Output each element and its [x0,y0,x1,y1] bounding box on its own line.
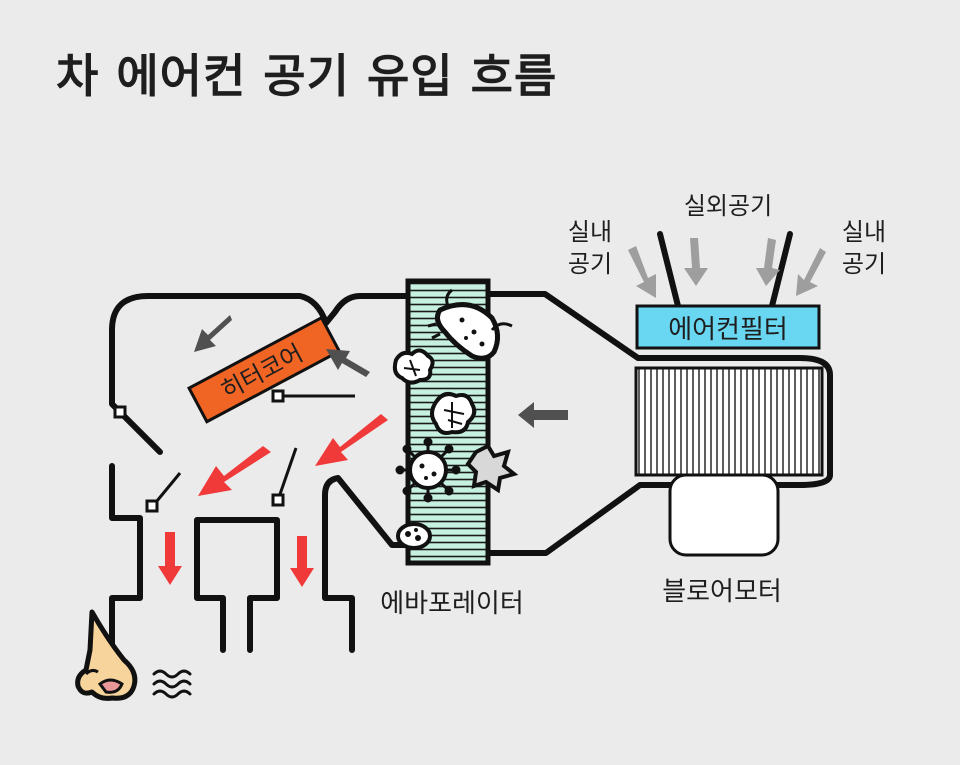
gray-airflow-arrows [194,315,568,428]
evaporator-label: 에바포레이터 [380,589,524,619]
mold-spore-icon [392,348,435,385]
virus-icon [395,437,461,503]
mold-spore-icon [430,392,477,435]
page-title: 차 에어컨 공기 유입 흐름 [56,49,558,103]
indoor-air-right-line1: 실내 [842,218,886,246]
indoor-air-right-line2: 공기 [842,250,886,278]
aircon-filter: 에어컨필터 [635,304,821,350]
odor-wave-icon [152,669,192,699]
indoor-air-label-left: 실내 공기 [568,218,612,278]
nose-icon [75,609,138,701]
outdoor-air-label: 실외공기 [684,192,772,220]
duct-housing [109,291,833,653]
red-airflow-arrows [158,414,388,587]
blower-motor-label: 블로어모터 [662,577,782,607]
bacteria-icon [427,288,513,361]
mold-spore-icon [465,443,519,494]
indoor-air-label-right: 실내 공기 [842,218,886,278]
intake-flaps [657,231,793,309]
indoor-air-left-line1: 실내 [568,218,612,246]
blower-motor [634,366,824,557]
indoor-air-left-line2: 공기 [568,250,612,278]
bacteria-icon [396,522,432,550]
intake-arrows [628,238,826,298]
damper-flaps [113,389,355,513]
aircon-filter-label: 에어컨필터 [668,315,788,345]
